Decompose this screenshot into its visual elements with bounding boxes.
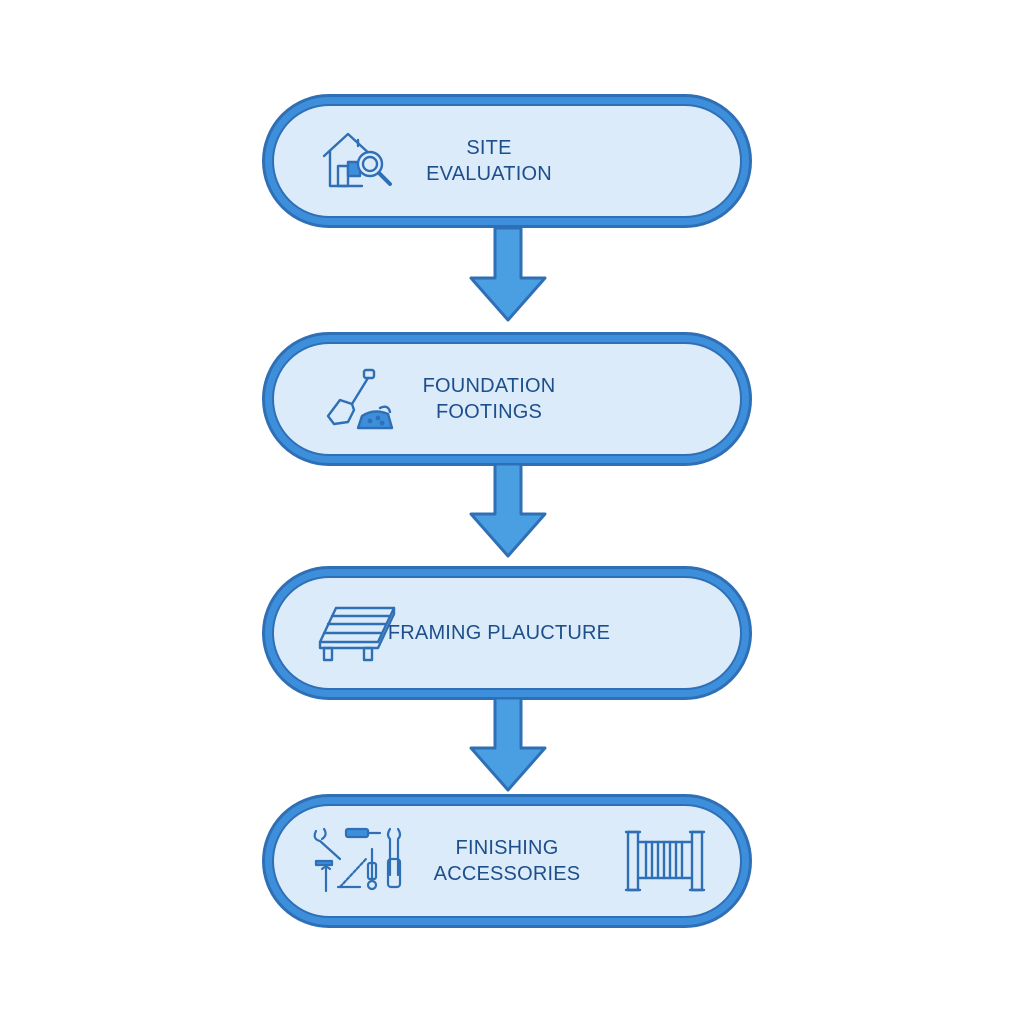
step-finishing-accessories-line-2: ACCESSORIES — [433, 863, 581, 885]
step-framing: FRAMING PLAUCTURE — [262, 566, 752, 700]
house-magnifier-icon — [322, 132, 392, 188]
railing-icon — [624, 830, 706, 892]
arrow-down-2 — [469, 464, 547, 558]
step-foundation-footings-line-1: FOUNDATION — [422, 375, 556, 397]
step-framing-label: FRAMING PLAUCTURE — [388, 620, 610, 646]
step-foundation-footings-line-2: FOOTINGS — [435, 401, 543, 423]
step-finishing-accessories-label: FINISHING ACCESSORIES — [434, 835, 581, 887]
arrow-down-1 — [469, 228, 547, 322]
arrow-down-3 — [469, 698, 547, 792]
step-site-evaluation-body: SITE EVALUATION — [272, 104, 742, 218]
step-site-evaluation: SITE EVALUATION — [262, 94, 752, 228]
step-framing-body: FRAMING PLAUCTURE — [272, 576, 742, 690]
deck-frame-icon — [318, 606, 396, 662]
step-foundation-footings-body: FOUNDATION FOOTINGS — [272, 342, 742, 456]
step-framing-line-1: FRAMING PLAUCTURE — [387, 622, 611, 644]
tools-icon — [313, 827, 402, 893]
step-site-evaluation-line-1: SITE — [466, 137, 512, 159]
step-foundation-footings-label: FOUNDATION FOOTINGS — [423, 373, 556, 425]
step-finishing-accessories: FINISHING ACCESSORIES — [262, 794, 752, 928]
shovel-soil-icon — [326, 368, 394, 430]
step-finishing-accessories-body: FINISHING ACCESSORIES — [272, 804, 742, 918]
step-site-evaluation-label: SITE EVALUATION — [426, 135, 552, 187]
step-site-evaluation-line-2: EVALUATION — [426, 163, 552, 185]
step-finishing-accessories-line-1: FINISHING — [455, 837, 559, 859]
step-foundation-footings: FOUNDATION FOOTINGS — [262, 332, 752, 466]
